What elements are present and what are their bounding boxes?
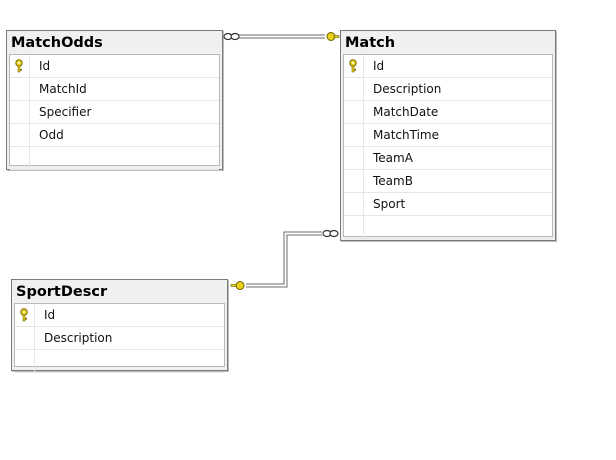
row-selector	[10, 101, 30, 123]
row-selector	[344, 147, 364, 169]
column-row-sport[interactable]: Sport	[344, 193, 552, 216]
one-end-key-icon	[230, 281, 245, 290]
table-title-matchodds[interactable]: MatchOdds	[11, 35, 103, 51]
column-row-description[interactable]: Description	[15, 327, 224, 350]
column-name: Sport	[373, 197, 406, 211]
column-name: Id	[39, 59, 51, 73]
row-selector	[344, 101, 364, 123]
key-icon	[20, 308, 28, 322]
column-list: Id Description MatchDate MatchTime TeamA…	[343, 54, 553, 239]
table-sportdescr[interactable]: SportDescr Id Description	[11, 279, 228, 373]
row-selector	[344, 193, 364, 215]
column-name: MatchId	[39, 82, 87, 96]
column-row-empty[interactable]	[15, 350, 224, 373]
column-name: TeamB	[373, 174, 413, 188]
row-selector	[15, 304, 35, 326]
row-selector	[10, 78, 30, 100]
column-row-teamb[interactable]: TeamB	[344, 170, 552, 193]
column-row-empty[interactable]	[344, 216, 552, 239]
row-selector	[10, 124, 30, 146]
table-match[interactable]: Match Id Description Match	[340, 30, 556, 241]
key-icon	[349, 59, 357, 73]
column-row-specifier[interactable]: Specifier	[10, 101, 219, 124]
row-selector	[344, 216, 364, 238]
column-name: Specifier	[39, 105, 92, 119]
column-name: TeamA	[373, 151, 413, 165]
column-name: MatchTime	[373, 128, 439, 142]
row-selector	[344, 55, 364, 77]
column-list: Id MatchId Specifier Odd	[9, 54, 220, 170]
column-row-matchid[interactable]: MatchId	[10, 78, 219, 101]
column-row-odd[interactable]: Odd	[10, 124, 219, 147]
column-row-matchtime[interactable]: MatchTime	[344, 124, 552, 147]
many-end-icon	[322, 229, 339, 238]
column-name: Description	[44, 331, 113, 345]
column-name: Odd	[39, 128, 64, 142]
row-selector	[15, 350, 35, 372]
table-title-match[interactable]: Match	[345, 35, 396, 51]
column-row-teama[interactable]: TeamA	[344, 147, 552, 170]
relationship-match-sportdescr[interactable]	[230, 229, 339, 290]
column-list: Id Description	[14, 303, 225, 373]
column-row-description[interactable]: Description	[344, 78, 552, 101]
row-selector	[344, 78, 364, 100]
column-name: Description	[373, 82, 442, 96]
one-end-key-icon	[326, 32, 340, 41]
column-name: MatchDate	[373, 105, 439, 119]
row-selector	[344, 170, 364, 192]
key-icon	[15, 59, 23, 73]
table-title-sportdescr[interactable]: SportDescr	[16, 284, 108, 300]
column-row-matchdate[interactable]: MatchDate	[344, 101, 552, 124]
column-row-id[interactable]: Id	[344, 55, 552, 78]
table-matchodds[interactable]: MatchOdds Id MatchId Speci	[6, 30, 223, 170]
row-selector	[15, 327, 35, 349]
column-name: Id	[373, 59, 385, 73]
column-row-id[interactable]: Id	[15, 304, 224, 327]
row-selector	[10, 147, 30, 169]
column-row-empty[interactable]	[10, 147, 219, 170]
many-end-icon	[223, 32, 240, 41]
row-selector	[344, 124, 364, 146]
row-selector	[10, 55, 30, 77]
column-name: Id	[44, 308, 56, 322]
relationship-matchodds-match[interactable]	[223, 32, 340, 41]
column-row-id[interactable]: Id	[10, 55, 219, 78]
